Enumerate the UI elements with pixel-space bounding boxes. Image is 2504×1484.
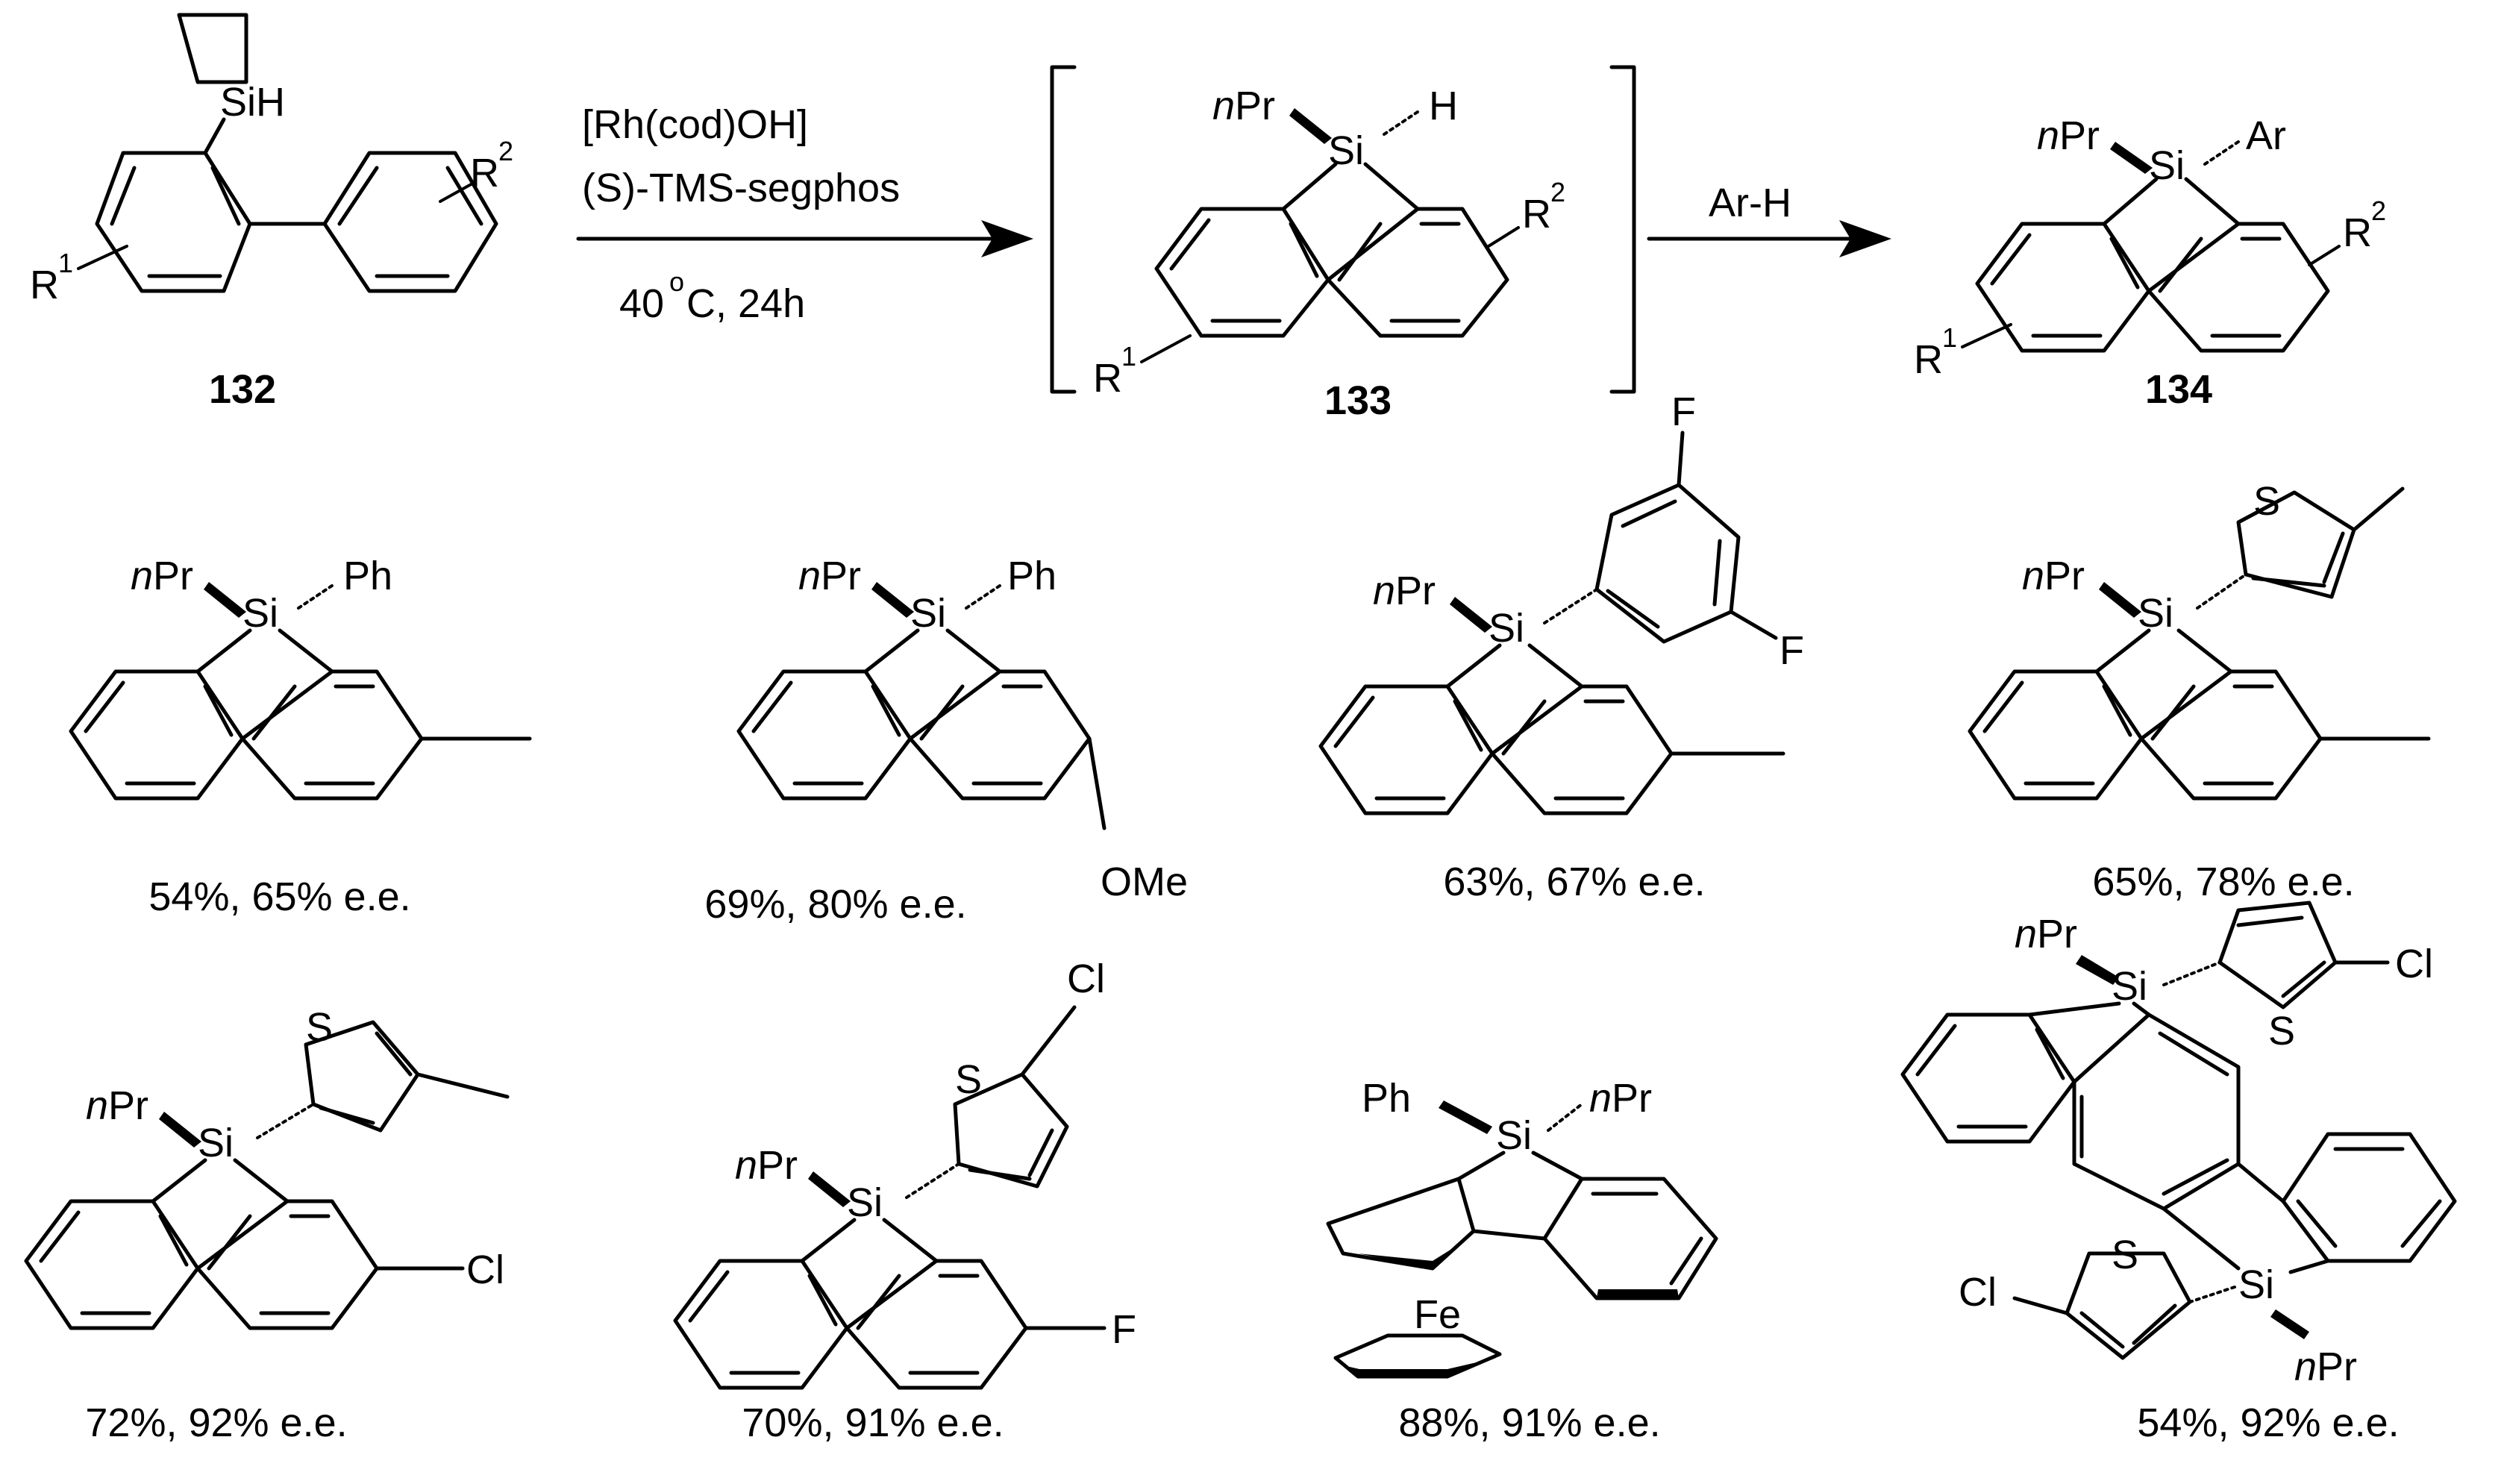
npr-n: n bbox=[1212, 84, 1235, 128]
npr-n-p6: n bbox=[735, 1143, 757, 1188]
npr-n-p8a: n bbox=[2015, 912, 2037, 957]
yield-label-p8: 54%, 92% e.e. bbox=[2137, 1400, 2399, 1445]
npr-n-p4: n bbox=[2022, 554, 2044, 598]
r2-label-133: R bbox=[1522, 192, 1551, 237]
r1-label-134: R bbox=[1914, 337, 1943, 382]
r2-sup-134: 2 bbox=[2371, 195, 2386, 226]
product-1: n Pr Si Ph 54%, 65% e.e. bbox=[69, 554, 532, 919]
s-p8b: S bbox=[2112, 1233, 2138, 1277]
degree-sup: o bbox=[669, 266, 684, 297]
cl-p5: Cl bbox=[466, 1247, 504, 1292]
r2-sup: 2 bbox=[498, 136, 513, 166]
si-p4: Si bbox=[2138, 591, 2173, 636]
compound-132: SiH R 1 R 2 132 bbox=[30, 13, 513, 412]
arh-label: Ar-H bbox=[1709, 181, 1791, 225]
reaction-arrow-1: [Rh(cod)OH] (S)-TMS-segphos 40 o C, 24h bbox=[576, 102, 1033, 326]
intermediate-133: n Pr Si H R 1 R 2 133 bbox=[1050, 65, 1636, 423]
s-p5: S bbox=[306, 1005, 333, 1050]
product-3: n Pr Si F F 63%, 67% e.e. bbox=[1318, 389, 1804, 904]
compound-number-134: 134 bbox=[2145, 367, 2212, 412]
ome-p2: OMe bbox=[1101, 860, 1188, 904]
r2-sup-133: 2 bbox=[1550, 177, 1565, 207]
fe-p7: Fe bbox=[1414, 1292, 1461, 1337]
yield-label-p2: 69%, 80% e.e. bbox=[704, 882, 966, 927]
si-p7: Si bbox=[1496, 1113, 1532, 1158]
npr-p3: Pr bbox=[1395, 569, 1436, 613]
product-6: n Pr Si S Cl F 70%, 91% e.e. bbox=[673, 957, 1136, 1445]
npr-n-134: n bbox=[2037, 113, 2059, 158]
si-p8b: Si bbox=[2238, 1262, 2274, 1307]
si-p3: Si bbox=[1489, 606, 1524, 651]
product-7: Ph Si n Pr Fe 88%, 91% e.e. bbox=[1326, 1076, 1718, 1445]
npr-p8a: Pr bbox=[2037, 912, 2077, 957]
f-p6: F bbox=[1112, 1307, 1136, 1352]
yield-label-p3: 63%, 67% e.e. bbox=[1443, 860, 1705, 904]
r2-label-134: R bbox=[2343, 210, 2372, 255]
sih-label: SiH bbox=[220, 80, 285, 125]
si-p6: Si bbox=[847, 1180, 883, 1225]
product-2: n Pr Si Ph OMe 69%, 80% e.e. bbox=[704, 554, 1188, 927]
product-4: n Pr Si S 65%, 78% e.e. bbox=[1968, 479, 2431, 904]
ph-p2: Ph bbox=[1007, 554, 1057, 598]
r1-label: R bbox=[30, 263, 59, 307]
ligand-label: (S)-TMS-segphos bbox=[582, 166, 900, 210]
temperature-label: 40 bbox=[619, 281, 664, 326]
npr-p7: Pr bbox=[1612, 1076, 1652, 1121]
npr-n-p7: n bbox=[1589, 1076, 1612, 1121]
cl-p8a: Cl bbox=[2395, 942, 2433, 986]
npr-p8b: Pr bbox=[2317, 1344, 2357, 1389]
yield-label-p4: 65%, 78% e.e. bbox=[2092, 860, 2354, 904]
npr-p2: Pr bbox=[821, 554, 861, 598]
r1-sup: 1 bbox=[58, 248, 73, 278]
npr-p6: Pr bbox=[757, 1143, 798, 1188]
npr-p1: Pr bbox=[153, 554, 193, 598]
ph-p7: Ph bbox=[1362, 1076, 1411, 1121]
ph-p1: Ph bbox=[343, 554, 392, 598]
npr-n-p2: n bbox=[798, 554, 821, 598]
yield-label-p1: 54%, 65% e.e. bbox=[148, 874, 410, 919]
r1-sup-133: 1 bbox=[1121, 341, 1136, 372]
si-p5: Si bbox=[198, 1121, 234, 1165]
npr-p4: Pr bbox=[2044, 554, 2085, 598]
s-p6: S bbox=[955, 1057, 982, 1102]
s-p8a: S bbox=[2268, 1009, 2295, 1053]
ar-label-134: Ar bbox=[2246, 113, 2286, 158]
yield-label-p6: 70%, 91% e.e. bbox=[742, 1400, 1004, 1445]
yield-label-p7: 88%, 91% e.e. bbox=[1398, 1400, 1660, 1445]
h-label: H bbox=[1429, 84, 1458, 128]
r1-label-133: R bbox=[1093, 356, 1122, 401]
product-8: n Pr Si S Cl Si n Pr bbox=[1900, 901, 2457, 1445]
reaction-arrow-2: Ar-H bbox=[1647, 181, 1891, 257]
f-top-p3: F bbox=[1671, 389, 1696, 434]
product-5: n Pr Si S Cl 72%, 92% e.e. bbox=[24, 1005, 510, 1445]
cl-p8b: Cl bbox=[1959, 1270, 1997, 1315]
r1-sup-134: 1 bbox=[1942, 322, 1957, 353]
npr-label-134: Pr bbox=[2059, 113, 2100, 158]
r2-label: R bbox=[470, 151, 499, 195]
yield-label-p5: 72%, 92% e.e. bbox=[85, 1400, 347, 1445]
npr-n-p3: n bbox=[1373, 569, 1395, 613]
npr-n-p5: n bbox=[86, 1083, 108, 1128]
npr-n-p1: n bbox=[131, 554, 153, 598]
f-bottom-p3: F bbox=[1780, 628, 1804, 673]
si-p8a: Si bbox=[2112, 964, 2147, 1009]
npr-p5: Pr bbox=[108, 1083, 148, 1128]
catalyst-label: [Rh(cod)OH] bbox=[582, 102, 808, 147]
s-p4: S bbox=[2253, 479, 2280, 524]
npr-label: Pr bbox=[1235, 84, 1275, 128]
compound-number-133: 133 bbox=[1324, 378, 1392, 423]
npr-n-p8b: n bbox=[2294, 1344, 2317, 1389]
compound-134: n Pr Si Ar R 1 R 2 134 bbox=[1914, 113, 2386, 412]
time-label: C, 24h bbox=[686, 281, 805, 326]
cl-p6: Cl bbox=[1067, 957, 1105, 1001]
si-p1: Si bbox=[242, 591, 278, 636]
compound-number-132: 132 bbox=[209, 367, 276, 412]
si-p2: Si bbox=[910, 591, 946, 636]
